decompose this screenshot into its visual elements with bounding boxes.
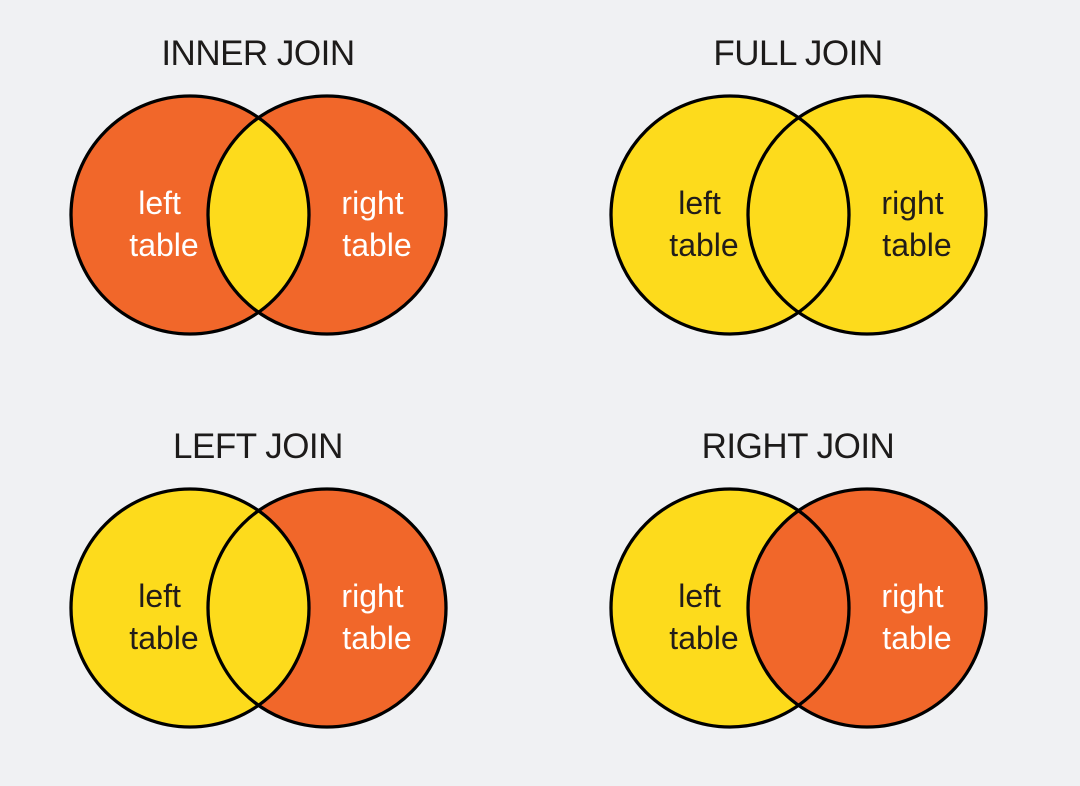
diagram-right-join: RIGHT JOIN left table right table: [540, 393, 1080, 786]
right-table-label: right table: [341, 185, 412, 263]
diagram-title: RIGHT JOIN: [702, 427, 895, 466]
label-line: table: [129, 227, 198, 263]
intersection-region: [208, 96, 309, 334]
intersection-region: [208, 489, 309, 727]
label-line: table: [342, 620, 411, 656]
diagram-title: LEFT JOIN: [173, 427, 343, 466]
label-line: left: [138, 578, 181, 614]
right-circle-outline: [746, 94, 988, 336]
left-circle-outline: [69, 487, 311, 729]
left-table-label: left table: [129, 578, 198, 656]
diagram-title: FULL JOIN: [713, 34, 882, 73]
venn-full-join: FULL JOIN left table right table: [609, 34, 988, 336]
label-line: table: [882, 620, 951, 656]
label-line: table: [669, 620, 738, 656]
intersection-region: [748, 489, 849, 727]
label-line: left: [678, 578, 721, 614]
right-circle-outline: [206, 487, 448, 729]
right-table-label: right table: [881, 185, 952, 263]
label-line: left: [138, 185, 181, 221]
right-table-label: right table: [881, 578, 952, 656]
diagram-title: INNER JOIN: [161, 34, 354, 73]
left-circle-outline: [609, 94, 851, 336]
right-table-label: right table: [341, 578, 412, 656]
venn-inner-join: INNER JOIN left table right table: [69, 34, 448, 336]
diagram-full-join: FULL JOIN left table right table: [540, 0, 1080, 393]
left-table-label: left table: [129, 185, 198, 263]
label-line: table: [342, 227, 411, 263]
right-circle-outline: [206, 94, 448, 336]
diagram-left-join: LEFT JOIN left table right table: [0, 393, 540, 786]
venn-left-join: LEFT JOIN left table right table: [69, 427, 448, 729]
intersection-region: [748, 96, 849, 334]
label-line: right: [881, 185, 943, 221]
label-line: left: [678, 185, 721, 221]
label-line: right: [881, 578, 943, 614]
label-line: table: [129, 620, 198, 656]
venn-right-join: RIGHT JOIN left table right table: [609, 427, 988, 729]
right-circle-outline: [746, 487, 988, 729]
left-circle-outline: [69, 94, 311, 336]
left-circle-outline: [609, 487, 851, 729]
diagram-inner-join: INNER JOIN left table right table: [0, 0, 540, 393]
label-line: right: [341, 185, 403, 221]
left-table-label: left table: [669, 185, 738, 263]
left-table-label: left table: [669, 578, 738, 656]
label-line: table: [669, 227, 738, 263]
label-line: right: [341, 578, 403, 614]
label-line: table: [882, 227, 951, 263]
